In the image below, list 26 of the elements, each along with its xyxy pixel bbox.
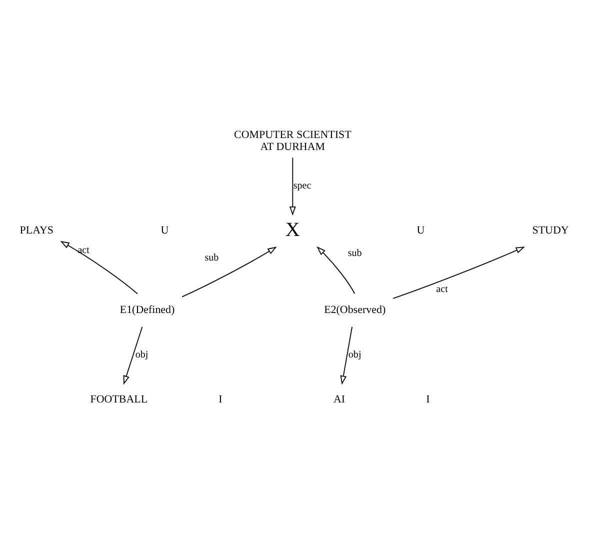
label: I bbox=[218, 394, 222, 406]
edge-label: obj bbox=[135, 350, 148, 361]
label: U bbox=[416, 224, 425, 237]
edge-label: spec bbox=[293, 180, 312, 192]
label: U bbox=[160, 224, 169, 237]
edge-label: sub bbox=[204, 252, 219, 264]
edge-label: act bbox=[436, 284, 448, 296]
arrow bbox=[60, 240, 138, 294]
node-text: X bbox=[285, 218, 300, 241]
arrow bbox=[392, 246, 526, 299]
node-text: STUDY bbox=[532, 224, 569, 237]
arrow bbox=[316, 246, 356, 294]
arrow bbox=[340, 326, 353, 385]
arrow bbox=[289, 157, 296, 216]
node-text: COMPUTER SCIENTIST AT DURHAM bbox=[234, 129, 352, 153]
node-text: FOOTBALL bbox=[90, 394, 148, 406]
node-text: E1(Defined) bbox=[120, 304, 175, 316]
edge-label: sub bbox=[348, 248, 362, 260]
node-text: E2(Observed) bbox=[324, 304, 386, 316]
edge-label: act bbox=[78, 245, 90, 256]
edge-label: obj bbox=[348, 350, 362, 361]
arrow bbox=[182, 246, 277, 298]
node-text: AI bbox=[334, 394, 346, 406]
label: I bbox=[426, 394, 430, 406]
arrow bbox=[123, 326, 143, 385]
node-text: PLAYS bbox=[20, 224, 54, 237]
